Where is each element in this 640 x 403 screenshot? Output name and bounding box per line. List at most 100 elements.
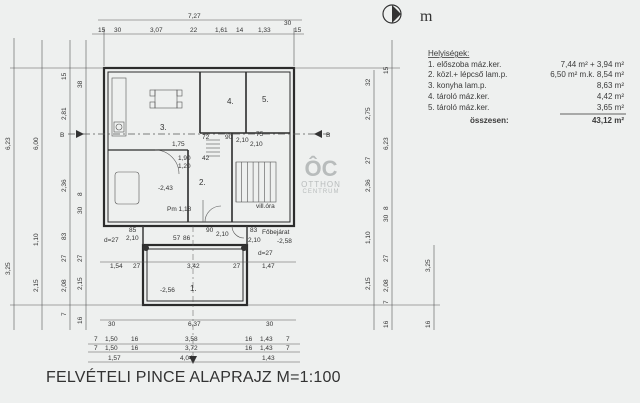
interior-walls [108, 72, 290, 222]
bottom-dim-total: 6,37 [188, 321, 201, 328]
meter-label: vill.óra [256, 203, 275, 210]
left-col1-1: 3,25 [5, 262, 12, 275]
left-col3-1: 2,81 [61, 107, 68, 120]
stair-dim-a: 72 [202, 134, 210, 141]
row2-dim-6: 7 [286, 336, 290, 343]
left-col4-3: 27 [77, 254, 84, 262]
logo-line2: CENTRUM [302, 189, 340, 195]
left-dimensions: 6,23 3,25 6,00 1,10 2,15 15 2,81 2,36 83… [5, 72, 84, 324]
north-arrow-icon: m [382, 4, 433, 25]
right-col2-2: 8 [383, 206, 390, 210]
row2-dim-1: 1,50 [105, 336, 118, 343]
legend-item-3-value: 8,63 m² [597, 81, 624, 90]
pm-label: Pm 1,18 [167, 206, 192, 213]
section-line: B B [60, 130, 330, 139]
row4-dim-2: 1,43 [262, 355, 275, 362]
window-dim-2: 1,90 [178, 155, 191, 162]
mid-dim-4: 1,47 [262, 263, 275, 270]
legend-item-4-label: 4. tároló máz.ker. [428, 92, 489, 101]
top-dimensions: 7,27 15 30 3,07 22 1,61 14 1,33 30 15 [98, 13, 302, 34]
top-dim-4: 1,61 [215, 27, 228, 34]
left-col2-2: 2,15 [33, 279, 40, 292]
row4-dim-0: 1,57 [108, 355, 121, 362]
row2-dim-2: 16 [131, 336, 139, 343]
row4-dim-1: 4,04 [180, 355, 193, 362]
right-col2-4: 27 [383, 254, 390, 262]
top-dim-6: 1,33 [258, 27, 271, 34]
top-dim-3: 22 [190, 27, 198, 34]
legend-item-4-value: 4,42 m² [597, 92, 624, 101]
logo-line1: OTTHON [301, 180, 341, 189]
legend-item-5-label: 5. tároló máz.ker. [428, 103, 489, 112]
door-swings [154, 149, 245, 239]
bottom-dim-30b: 30 [266, 321, 274, 328]
top-dim-extra: 15 [294, 27, 302, 34]
left-col1-0: 6,23 [5, 137, 12, 150]
stair-dim-c: 42 [202, 155, 210, 162]
plan-annotations: -2,43 -2,56 -2,58 Pm 1,18 vill.óra Főbej… [104, 131, 292, 294]
room-number-5: 5. [262, 95, 269, 104]
level-mark-b: -2,56 [160, 287, 175, 294]
right-col2-7: 16 [383, 320, 390, 328]
left-col3-4: 27 [61, 254, 68, 262]
door-dim-83: 83 [250, 227, 258, 234]
door-dim-86: 86 [183, 235, 191, 242]
row3-dim-0: 7 [94, 345, 98, 352]
room-numbers: 3. 4. 5. 2. 1. [160, 95, 269, 293]
mid-dim-3: 27 [233, 263, 241, 270]
legend-total-label: összesen: [470, 116, 509, 125]
right-col2-5: 2,08 [383, 279, 390, 292]
row3-dim-2: 16 [131, 345, 139, 352]
legend-item-2-value: 6,50 m² m.k. 8,54 m² [550, 70, 624, 79]
dimension-lines [10, 19, 440, 363]
stair-dim-b: 90 [225, 134, 233, 141]
logo-mark: ÔC [304, 156, 338, 181]
window-dim-6: 2,10 [250, 141, 263, 148]
left-col2-0: 6,00 [33, 137, 40, 150]
row2-dim-0: 7 [94, 336, 98, 343]
left-col4-1: 8 [77, 192, 84, 196]
row2-dim-3: 3,58 [185, 336, 198, 343]
room-number-3: 3. [160, 123, 167, 132]
left-col3-6: 7 [61, 312, 68, 316]
right-col1-4: 1,10 [365, 231, 372, 244]
row3-dim-4: 16 [245, 345, 253, 352]
top-dim-5: 14 [236, 27, 244, 34]
left-col2-1: 1,10 [33, 233, 40, 246]
bottom-dimensions: 30 6,37 30 7 1,50 16 3,58 16 1,43 7 7 1,… [94, 321, 290, 362]
legend-item-1-value: 7,44 m² + 3,94 m² [561, 60, 625, 69]
north-symbol: m [420, 8, 433, 25]
window-dim-5: 75 [256, 131, 264, 138]
right-col1-2: 27 [365, 156, 372, 164]
row2-dim-5: 1,43 [260, 336, 273, 343]
door-dim-210c: 2,10 [248, 237, 261, 244]
row3-dim-6: 7 [286, 345, 290, 352]
left-col3-5: 2,08 [61, 279, 68, 292]
right-col1-0: 32 [365, 78, 372, 86]
row3-dim-5: 1,43 [260, 345, 273, 352]
legend-total-value: 43,12 m² [592, 116, 624, 125]
legend-item-2-label: 2. közl.+ lépcső lam.p. [428, 70, 507, 79]
left-col4-4: 2,15 [77, 277, 84, 290]
right-col3-1: 16 [425, 320, 432, 328]
left-col4-5: 16 [77, 316, 84, 324]
right-col1-3: 2,36 [365, 179, 372, 192]
door-dim-85: 85 [129, 227, 137, 234]
bottom-dim-30a: 30 [108, 321, 116, 328]
pillars [143, 245, 247, 251]
section-marker-bottom [189, 226, 197, 364]
window-dim-3: 1,20 [178, 163, 191, 170]
level-mark-a: -2,43 [158, 185, 173, 192]
entrance-label: Főbejárat [262, 229, 290, 236]
left-col4-0: 38 [77, 80, 84, 88]
room-number-2: 2. [199, 178, 206, 187]
top-dim-0: 15 [98, 27, 106, 34]
drawing-title: FELVÉTELI PINCE ALAPRAJZ M=1:100 [46, 369, 341, 386]
door-dim-210b: 2,10 [216, 231, 229, 238]
right-col2-3: 30 [383, 214, 390, 222]
legend-item-1-label: 1. előszoba máz.ker. [428, 60, 501, 69]
door-dim-57: 57 [173, 235, 181, 242]
row3-dim-1: 1,50 [105, 345, 118, 352]
legend-item-3-label: 3. konyha lam.p. [428, 81, 487, 90]
